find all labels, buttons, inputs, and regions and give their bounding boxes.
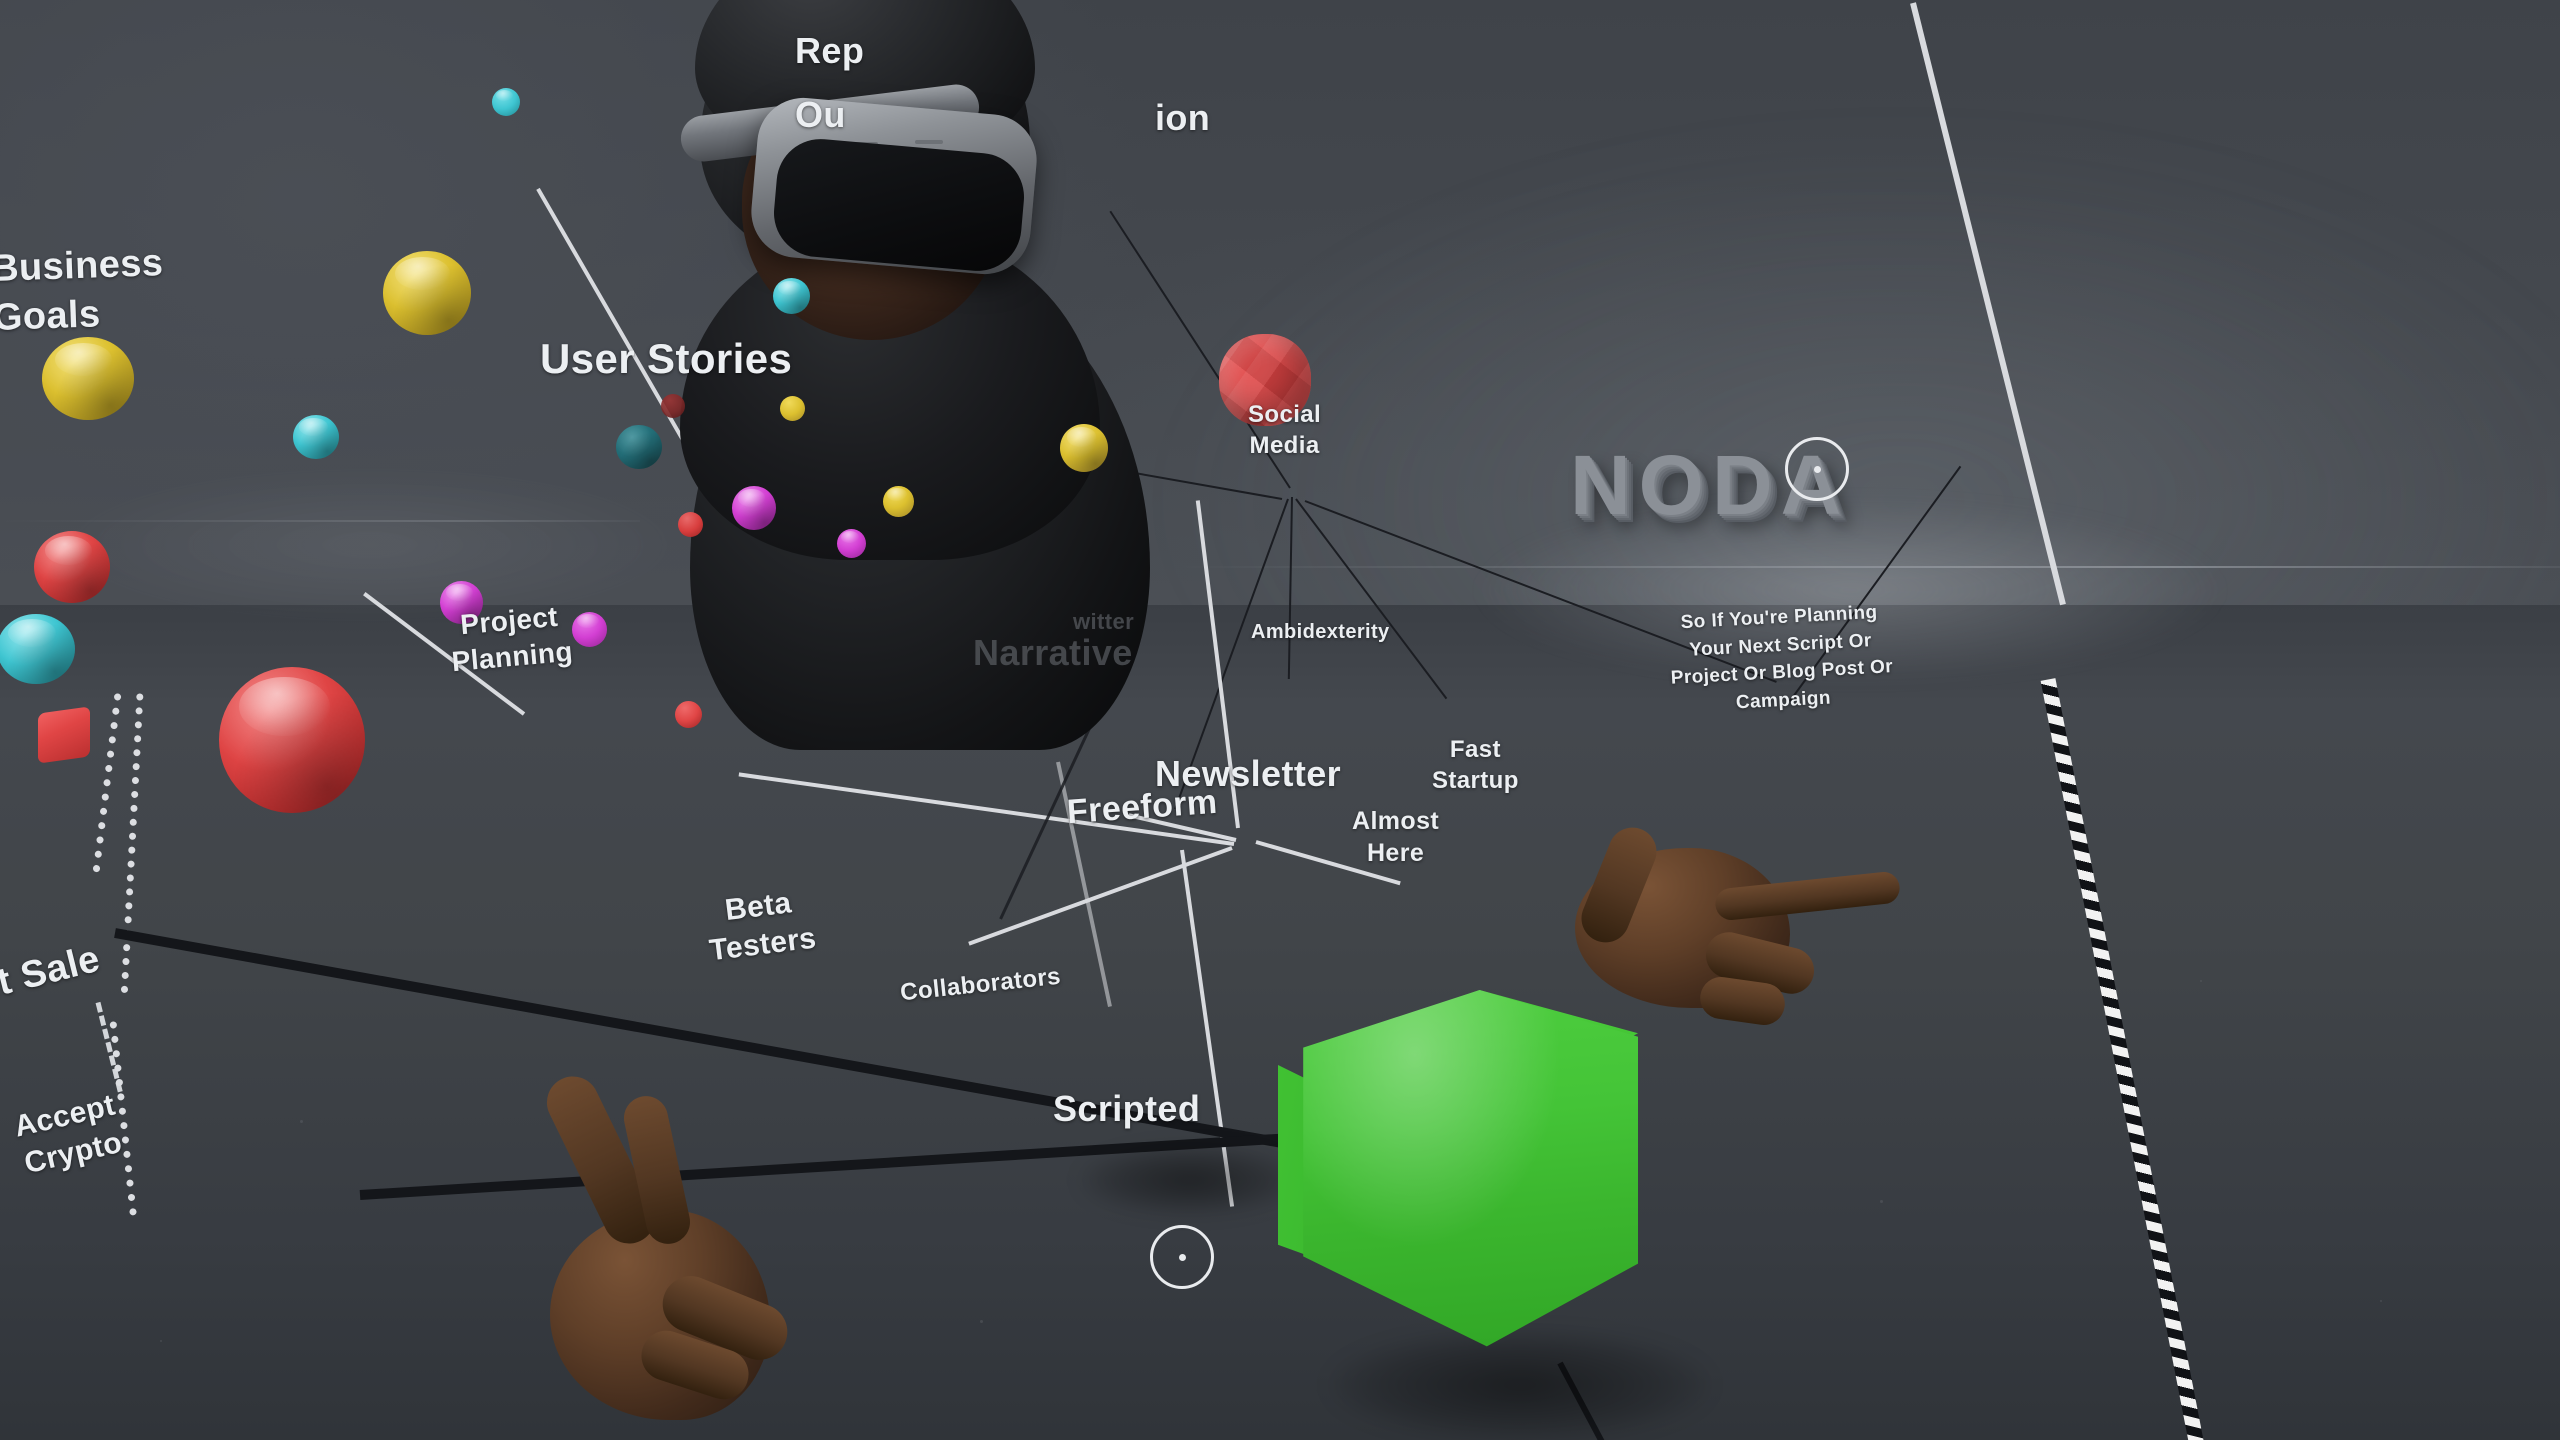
label-report-outline-3: ion xyxy=(1155,97,1211,138)
cursor-reticle-left[interactable] xyxy=(1150,1225,1214,1289)
label-almost-here: Almost Here xyxy=(1352,807,1440,867)
red-sphere-shadow xyxy=(1080,1145,1300,1215)
label-project-planning: Project Planning xyxy=(450,600,575,677)
node-project-planning[interactable] xyxy=(293,415,339,459)
node-fast-startup[interactable] xyxy=(883,486,914,517)
node-scripted[interactable] xyxy=(675,701,702,728)
object-green-cube[interactable] xyxy=(1278,990,1638,1350)
node-accept-crypto[interactable] xyxy=(0,614,75,684)
node-campaign[interactable] xyxy=(1060,424,1108,472)
floor-spotlight-secondary xyxy=(60,470,680,620)
label-report-outline-1: Rep xyxy=(795,30,865,71)
remote-avatar[interactable] xyxy=(678,0,1260,770)
node-user-stories[interactable] xyxy=(383,251,471,335)
object-red-sphere[interactable] xyxy=(219,667,365,813)
label-beta-testers: Beta Testers xyxy=(707,886,819,968)
vr-headset-lens xyxy=(770,135,1028,275)
green-cube-shadow xyxy=(1330,1330,1710,1440)
node-twitter[interactable] xyxy=(616,425,662,469)
label-newsletter: Newsletter xyxy=(1155,753,1342,794)
node-almost-here[interactable] xyxy=(837,529,866,558)
label-ambidexterity: Ambidexterity xyxy=(1251,621,1390,643)
label-scripted: Scripted xyxy=(1053,1088,1201,1129)
node-ambidexterity[interactable] xyxy=(780,396,805,421)
label-fast-startup: Fast Startup xyxy=(1432,736,1519,794)
vr-headset-notch-right xyxy=(915,140,943,144)
node-collaborators[interactable] xyxy=(572,612,607,647)
label-twitter: witter xyxy=(1073,609,1135,634)
hand-right-pointing[interactable] xyxy=(1565,790,1902,1040)
wall-floor-seam-left xyxy=(0,520,640,522)
object-red-cube-small[interactable] xyxy=(38,706,90,764)
node-report-outline[interactable] xyxy=(492,88,520,116)
hand-left-open[interactable] xyxy=(520,1067,840,1440)
label-campaign-note: So If You're Planning Your Next Script O… xyxy=(1670,601,1894,714)
label-social-media: Social Media xyxy=(1248,401,1322,459)
cursor-reticle-right[interactable] xyxy=(1785,437,1849,501)
label-report-outline-2: Ou xyxy=(795,94,846,135)
label-business-goals: Business Goals xyxy=(0,242,164,339)
node-business-goals[interactable] xyxy=(42,337,134,420)
node-social-media[interactable] xyxy=(773,278,810,314)
object-red-polyhedron[interactable] xyxy=(1219,334,1311,426)
label-user-stories: User Stories xyxy=(540,335,793,382)
node-freeform[interactable] xyxy=(678,512,703,537)
node-credit-sale[interactable] xyxy=(34,531,110,603)
node-narrative[interactable] xyxy=(661,394,685,418)
label-narrative: Narrative xyxy=(973,632,1133,673)
node-newsletter[interactable] xyxy=(732,486,776,530)
